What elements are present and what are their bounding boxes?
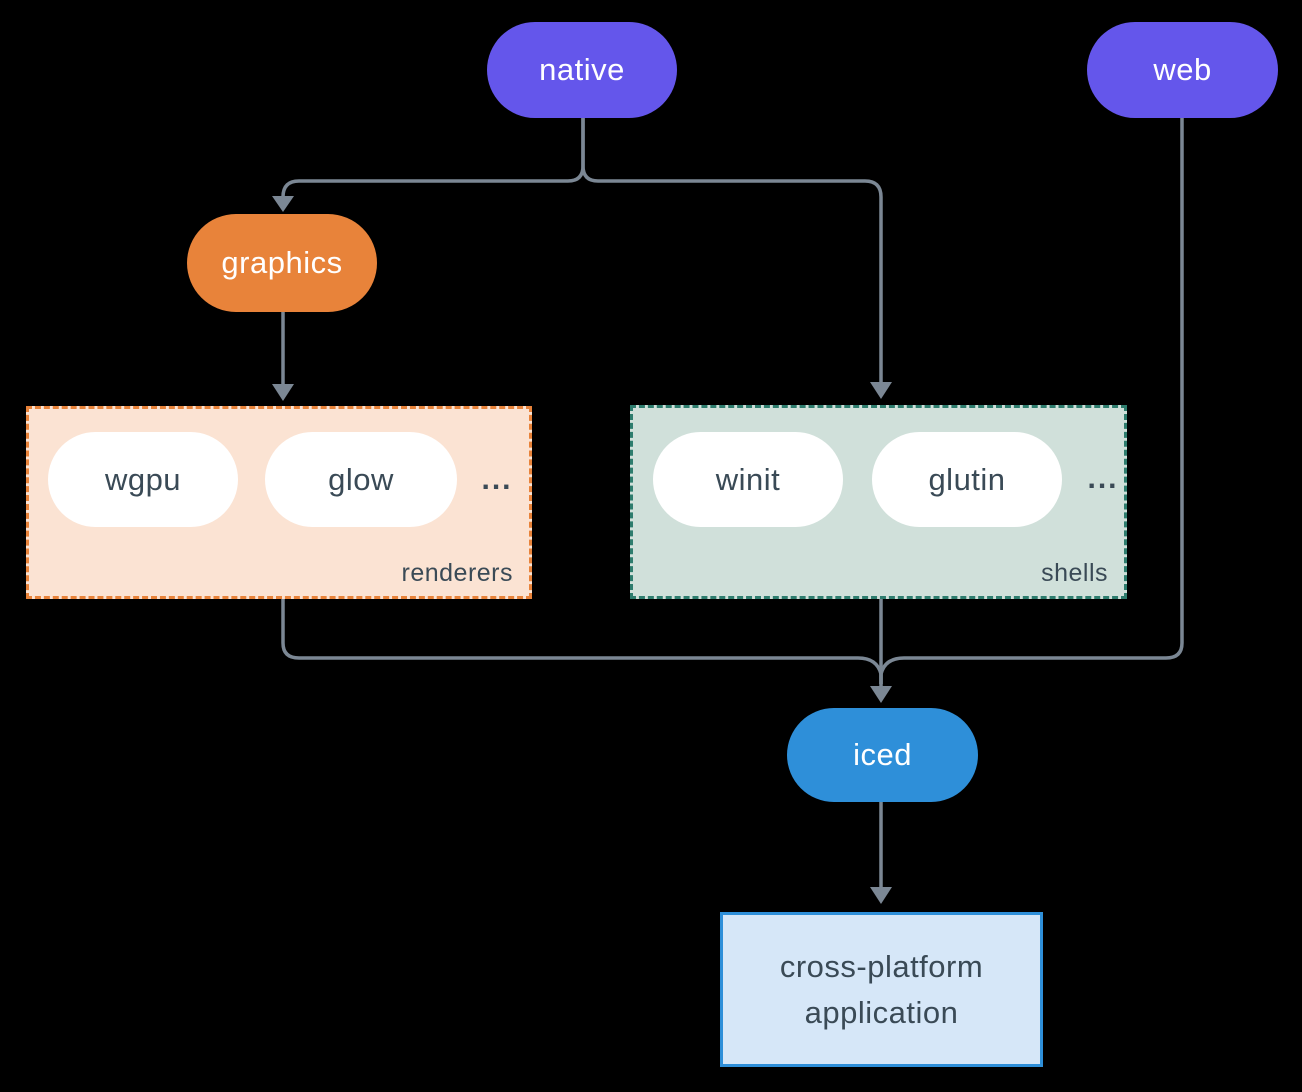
arrowhead-iced (870, 686, 892, 703)
edge-graphics-to-renderers (272, 312, 294, 401)
shells-ellipsis: ... (1087, 461, 1119, 495)
edge-native-to-shells (581, 118, 892, 399)
node-graphics: graphics (187, 214, 377, 312)
renderers-ellipsis: ... (481, 462, 513, 496)
arrowhead-application (870, 887, 892, 904)
application-label-line2: application (804, 994, 959, 1030)
edge-native-to-graphics (272, 118, 585, 212)
edge-line (281, 599, 883, 684)
pill-glutin-label: glutin (928, 461, 1006, 497)
arrowhead-renderers (272, 384, 294, 401)
group-shells: winit glutin ... shells (630, 405, 1127, 599)
arrowhead-shells (870, 382, 892, 399)
node-application: cross-platform application (720, 912, 1043, 1067)
group-renderers: wgpu glow ... renderers (26, 406, 532, 599)
pill-glutin: glutin (872, 432, 1062, 527)
group-shells-label: shells (1041, 559, 1108, 587)
node-web: web (1087, 22, 1278, 118)
node-graphics-label: graphics (221, 245, 343, 280)
application-label-line1: cross-platform (779, 948, 984, 984)
node-iced-label: iced (853, 737, 912, 772)
edge-shells-to-iced (870, 599, 892, 703)
edge-web-to-iced (879, 118, 1184, 684)
pill-glow: glow (265, 432, 457, 527)
pill-glow-label: glow (328, 461, 394, 497)
node-native: native (487, 22, 677, 118)
edge-line (281, 118, 585, 198)
pill-winit: winit (653, 432, 843, 527)
node-iced: iced (787, 708, 978, 802)
edge-renderers-to-iced (281, 599, 883, 684)
node-web-label: web (1153, 52, 1212, 87)
pill-wgpu-label: wgpu (104, 461, 182, 497)
pill-winit-label: winit (715, 461, 781, 497)
edge-line (581, 118, 883, 383)
arrowhead-graphics (272, 196, 294, 212)
edge-line (879, 118, 1184, 684)
pill-wgpu: wgpu (48, 432, 238, 527)
node-native-label: native (539, 52, 625, 87)
group-renderers-label: renderers (401, 559, 513, 587)
edge-iced-to-application (870, 802, 892, 904)
